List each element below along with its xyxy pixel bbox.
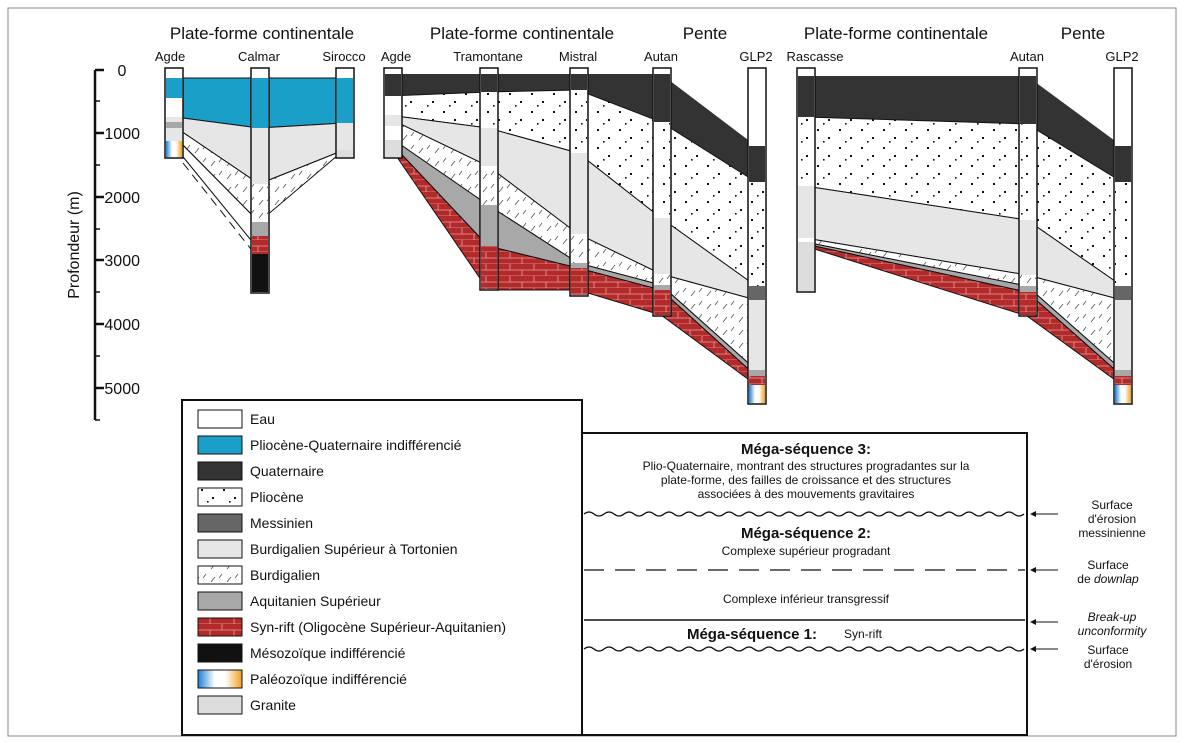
surface-messinian-l2: d'érosion <box>1088 512 1136 526</box>
legend-label-aquitanien: Aquitanien Supérieur <box>250 593 381 609</box>
mega-sequence-2-title: Méga-séquence 2: <box>741 525 871 542</box>
well-column-autan-right <box>1018 67 1038 317</box>
legend-label-burdigalien-sup: Burdigalien Supérieur à Tortonien <box>250 541 458 557</box>
legend-swatch-burdigalien <box>197 565 243 585</box>
erosion-surface-line <box>583 646 1025 652</box>
depth-axis-label: Profondeur (m) <box>66 191 83 299</box>
mega-sequence-3-title: Méga-séquence 3: <box>741 441 871 458</box>
well-label-rascasse: Rascasse <box>786 49 843 64</box>
well-column-sirocco <box>335 67 355 159</box>
legend-label-synrift: Syn-rift (Oligocène Supérieur-Aquitanien… <box>250 619 506 635</box>
surface-messinian-l1: Surface <box>1091 498 1133 512</box>
surface-downlap-l2: de downlap <box>1077 572 1139 586</box>
mega-sequence-3-line3: associées à des mouvements gravitaires <box>698 487 915 501</box>
legend-label-paleozoique: Paléozoïque indifférencié <box>250 671 407 687</box>
well-label-glp2-right: GLP2 <box>1105 49 1138 64</box>
legend-swatch-messinien <box>197 513 243 533</box>
mega-sequence-1-subtitle: Syn-rift <box>844 627 883 641</box>
well-label-calmar: Calmar <box>238 49 281 64</box>
legend-swatch-pliocene <box>197 487 243 507</box>
well-column-rascasse <box>796 67 816 293</box>
well-column-calmar <box>250 67 270 294</box>
legend-label-plio-quaternaire: Pliocène-Quaternaire indifférencié <box>250 437 462 453</box>
legend-label-mesozoique: Mésozoïque indifférencié <box>250 645 406 661</box>
well-column-glp2-right <box>1113 67 1133 405</box>
well-label-agde-mid: Agde <box>381 49 411 64</box>
legend-swatch-mesozoique <box>197 643 243 663</box>
depth-tick-0: 0 <box>118 63 127 80</box>
legend-swatch-granite <box>197 695 243 715</box>
erosion-surface-messinian-line <box>583 511 1025 517</box>
well-column-agde-left <box>164 67 184 159</box>
mega-sequence-2-subtitle: Complexe supérieur progradant <box>722 544 891 558</box>
well-label-mistral: Mistral <box>559 49 597 64</box>
depth-axis <box>93 68 104 421</box>
legend-label-messinien: Messinien <box>250 515 313 531</box>
legend-swatch-quaternaire <box>197 461 243 481</box>
depth-tick-2000: 2000 <box>104 190 140 207</box>
surface-downlap-l1: Surface <box>1087 558 1129 572</box>
well-label-sirocco: Sirocco <box>322 49 365 64</box>
lower-complex-label: Complexe inférieur transgressif <box>723 592 890 606</box>
depth-tick-3000: 3000 <box>104 253 140 270</box>
breakup-label-l2: unconformity <box>1078 624 1148 638</box>
depth-tick-5000: 5000 <box>104 381 140 398</box>
mega-sequence-1-title: Méga-séquence 1: <box>687 626 817 643</box>
middle-slope-title: Pente <box>683 24 727 43</box>
well-label-autan-right: Autan <box>1010 49 1044 64</box>
legend-swatch-paleozoique <box>197 669 243 689</box>
legend-swatch-synrift <box>197 617 243 637</box>
legend-swatches <box>197 409 243 715</box>
depth-tick-1000: 1000 <box>104 126 140 143</box>
legend-label-eau: Eau <box>250 411 275 427</box>
left-panel-title: Plate-forme continentale <box>170 24 354 43</box>
right-cross-section <box>804 76 1123 386</box>
depth-tick-4000: 4000 <box>104 317 140 334</box>
well-column-glp2-mid <box>747 67 767 405</box>
surface-erosion-l1: Surface <box>1087 643 1129 657</box>
legend-swatch-aquitanien <box>197 591 243 611</box>
middle-panel-title: Plate-forme continentale <box>430 24 614 43</box>
legend-label-burdigalien: Burdigalien <box>250 567 320 583</box>
well-label-agde-left: Agde <box>155 49 185 64</box>
mega-sequence-3-line2: plate-forme, des failles de croissance e… <box>661 473 951 487</box>
surface-messinian-l3: messinienne <box>1078 526 1146 540</box>
well-column-tramontane <box>479 67 499 291</box>
well-column-agde-mid <box>383 67 403 159</box>
well-column-mistral <box>569 67 589 297</box>
breakup-label-l1: Break-up <box>1088 610 1137 624</box>
legend-swatch-burdigalien-sup <box>197 539 243 559</box>
legend-label-quaternaire: Quaternaire <box>250 463 324 479</box>
surface-arrows <box>1030 511 1058 652</box>
well-label-glp2-mid: GLP2 <box>739 49 772 64</box>
mega-sequence-3-line1: Plio-Quaternaire, montrant des structure… <box>643 459 970 473</box>
sequence-box <box>581 432 1028 736</box>
well-label-tramontane: Tramontane <box>453 49 523 64</box>
right-panel-title: Plate-forme continentale <box>804 24 988 43</box>
well-column-autan-mid <box>652 67 672 317</box>
legend-label-pliocene: Pliocène <box>250 489 304 505</box>
legend-swatch-eau <box>197 409 243 429</box>
surface-erosion-l2: d'érosion <box>1084 657 1132 671</box>
legend-label-granite: Granite <box>250 697 296 713</box>
legend-swatch-plio-quaternaire <box>197 435 243 455</box>
right-slope-title: Pente <box>1061 24 1105 43</box>
well-label-autan-mid: Autan <box>644 49 678 64</box>
